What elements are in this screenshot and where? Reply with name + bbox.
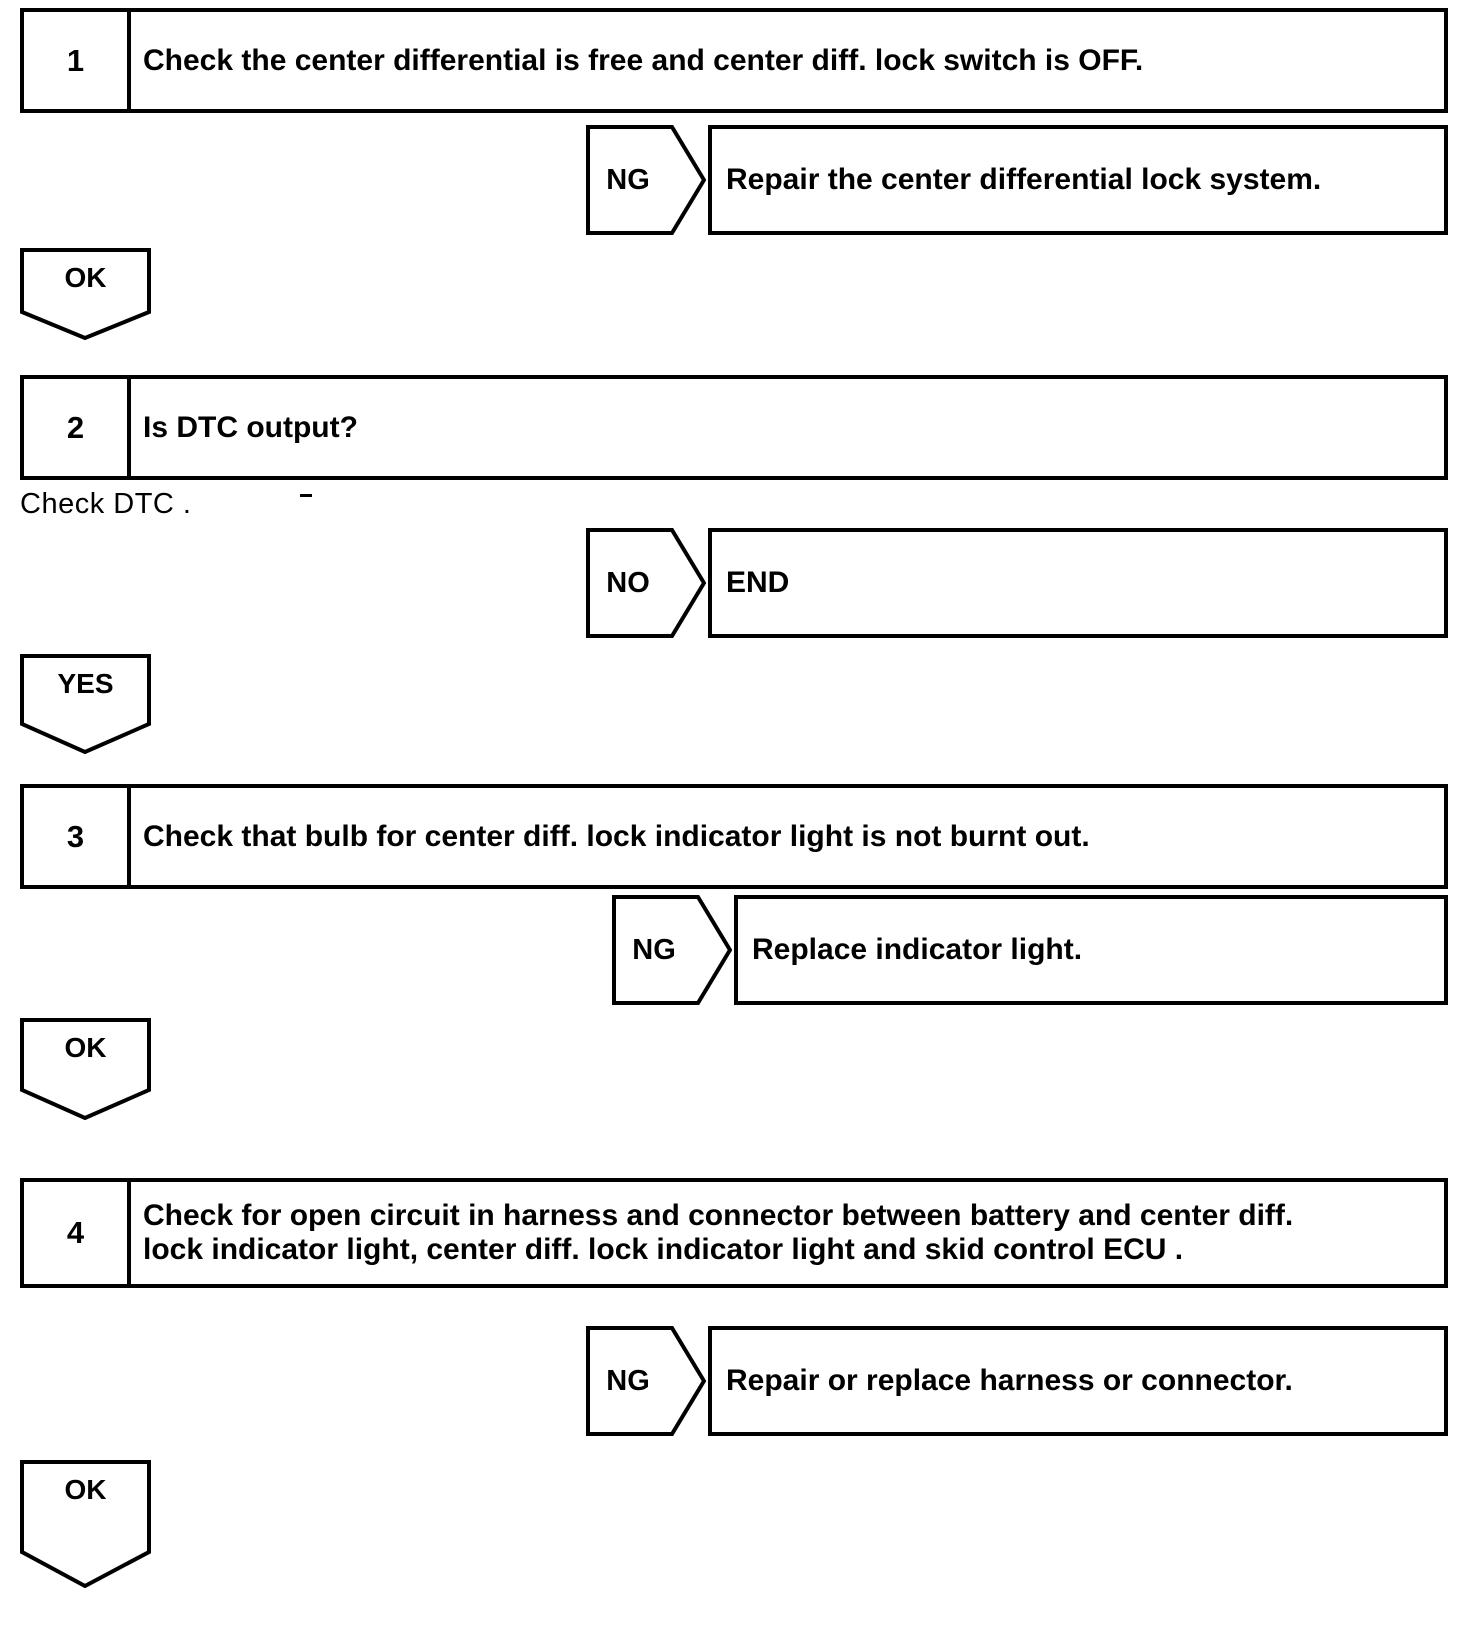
result-text: Repair or replace harness or connector.	[726, 1364, 1293, 1397]
branch-tag-ng-1[interactable]: NG	[586, 125, 706, 235]
branch-tag-ng-3[interactable]: NG	[586, 1326, 706, 1436]
step-text-line: Check that bulb for center diff. lock in…	[143, 819, 1090, 853]
step-text-line: Is DTC output?	[143, 410, 358, 444]
pentagon-right-shape	[586, 528, 706, 638]
step-number-1: 1	[24, 12, 131, 109]
step-text-2: Is DTC output?	[131, 379, 1444, 476]
step-number-4: 4	[24, 1182, 131, 1284]
step-text-line: lock indicator light, center diff. lock …	[143, 1233, 1184, 1266]
branch-tag-label: OK	[64, 262, 107, 293]
pentagon-down-shape	[20, 654, 151, 754]
step-box-4[interactable]: 4 Check for open circuit in harness and …	[20, 1178, 1448, 1288]
step-number-3: 3	[24, 788, 131, 885]
pentagon-down-shape	[20, 1460, 151, 1588]
note-check-dtc: Check DTC .	[20, 488, 192, 520]
step-text-3: Check that bulb for center diff. lock in…	[131, 788, 1444, 885]
step-box-1[interactable]: 1 Check the center differential is free …	[20, 8, 1448, 113]
result-box-2[interactable]: END	[708, 528, 1448, 638]
branch-tag-ok-1[interactable]: OK	[20, 248, 151, 340]
branch-tag-ng-2[interactable]: NG	[612, 895, 732, 1005]
pentagon-right-shape	[612, 895, 732, 1005]
step-box-2[interactable]: 2 Is DTC output?	[20, 375, 1448, 480]
pentagon-down-shape	[20, 248, 151, 340]
step-text-line: Check for open circuit in harness and co…	[143, 1199, 1294, 1233]
step-text-4: Check for open circuit in harness and co…	[131, 1182, 1444, 1284]
branch-tag-ok-2[interactable]: OK	[20, 1018, 151, 1120]
branch-tag-label: NG	[606, 163, 650, 196]
pentagon-right-shape	[586, 125, 706, 235]
branch-tag-yes-1[interactable]: YES	[20, 654, 151, 754]
pentagon-right-shape	[586, 1326, 706, 1436]
branch-tag-label: NG	[606, 1364, 650, 1397]
branch-tag-no-1[interactable]: NO	[586, 528, 706, 638]
branch-tag-ok-3[interactable]: OK	[20, 1460, 151, 1588]
branch-tag-label: NG	[632, 933, 676, 966]
result-box-1[interactable]: Repair the center differential lock syst…	[708, 125, 1448, 235]
result-box-3[interactable]: Replace indicator light.	[734, 895, 1448, 1005]
result-box-4[interactable]: Repair or replace harness or connector.	[708, 1326, 1448, 1436]
branch-tag-label: OK	[64, 1032, 107, 1063]
branch-tag-label: NO	[606, 566, 650, 599]
result-text: Repair the center differential lock syst…	[726, 163, 1322, 196]
result-text: Replace indicator light.	[752, 933, 1083, 966]
scan-artifact-speck	[300, 494, 312, 497]
step-box-3[interactable]: 3 Check that bulb for center diff. lock …	[20, 784, 1448, 889]
step-text-1: Check the center differential is free an…	[131, 12, 1444, 109]
branch-tag-label: OK	[64, 1474, 107, 1505]
result-text: END	[726, 566, 790, 599]
step-number-2: 2	[24, 379, 131, 476]
pentagon-down-shape	[20, 1018, 151, 1120]
branch-tag-label: YES	[57, 668, 114, 699]
step-text-line: Check the center differential is free an…	[143, 43, 1144, 77]
